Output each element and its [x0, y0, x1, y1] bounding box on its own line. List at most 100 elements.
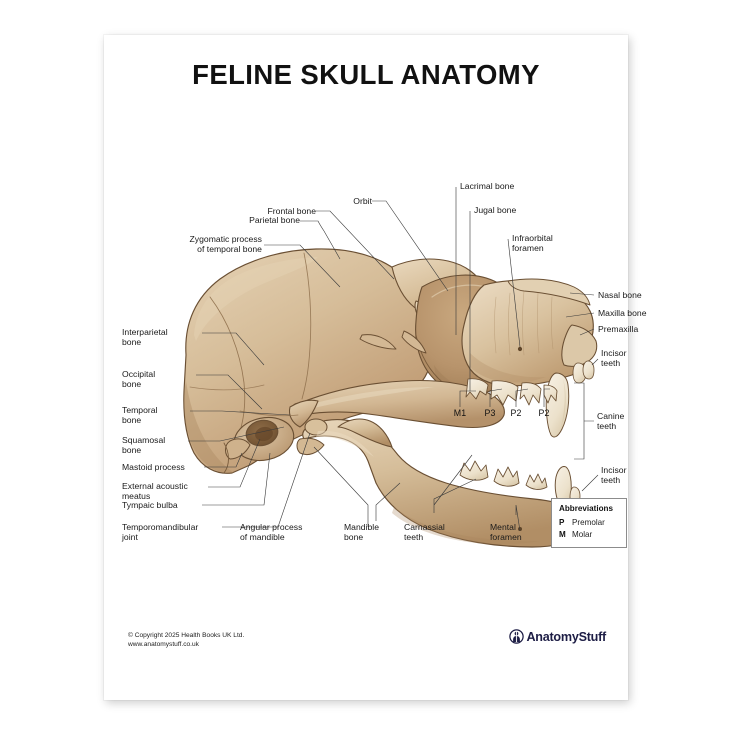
upper-canine-shade — [561, 379, 566, 427]
logo-wordmark: AnatomyStuff — [526, 629, 606, 644]
leader-zygomatic-process — [264, 244, 341, 288]
label-premaxilla: Premaxilla — [598, 324, 639, 334]
label-lacrimal-bone: Lacrimal bone — [460, 181, 515, 191]
label-frontal-bone: Frontal bone — [267, 206, 316, 216]
abbreviation-value-premolar: Premolar — [572, 517, 605, 527]
tooth-label-p2-b: P2 — [538, 408, 550, 418]
abbreviation-row-premolar: P Premolar — [559, 517, 619, 529]
label-infraorbital-foramen: Infraorbital foramen — [512, 233, 553, 254]
label-nasal-bone: Nasal bone — [598, 290, 642, 300]
tooth-lower-p4 — [493, 466, 520, 487]
maxilla-shadow — [470, 353, 546, 383]
cranium-shadow — [184, 381, 234, 474]
anatomystuff-logo: AnatomyStuff — [509, 629, 606, 644]
label-angular-process-of-mandible: Angular process of mandible — [240, 522, 303, 543]
leader-tooth-m1 — [459, 390, 476, 407]
tooth-upper-m1 — [465, 378, 489, 400]
tooth-label-p2-a: P2 — [510, 408, 522, 418]
copyright-line-1: © Copyright 2025 Health Books UK Ltd. — [128, 632, 245, 639]
abbreviation-value-molar: Molar — [572, 529, 593, 539]
leader-incisor-lower — [581, 474, 599, 492]
label-maxilla-bone: Maxilla bone — [598, 308, 647, 318]
page-title: FELINE SKULL ANATOMY — [192, 59, 540, 90]
label-mastoid-process: Mastoid process — [122, 462, 185, 472]
leader-tooth-p3 — [489, 388, 503, 407]
suture-occipital-low — [189, 384, 265, 391]
leader-mental-foramen — [515, 504, 521, 532]
label-carnassial-teeth: Carnassial teeth — [404, 522, 445, 543]
paraoccipital-notch — [223, 442, 229, 474]
tooth-label-p3: P3 — [484, 408, 496, 418]
anatomystuff-circle-icon — [509, 629, 524, 644]
leader-canine-bracket — [574, 382, 594, 460]
mandible-ramus — [337, 418, 393, 448]
sphenoid-process — [401, 330, 427, 354]
leader-occipital-bone — [196, 374, 263, 410]
tooth-lower-m1-carnassial — [459, 460, 489, 481]
mastoid-process — [225, 438, 251, 460]
label-temporal-bone: Temporal bone — [122, 405, 158, 426]
mandible-shadow — [392, 507, 540, 545]
zygomatic-process-temporal — [289, 399, 319, 428]
abbreviation-key-m: M — [559, 529, 566, 539]
leader-tooth-p2-b — [543, 388, 550, 407]
tooth-upper-incisor-2 — [582, 360, 595, 380]
leader-carnassial-teeth — [433, 454, 477, 513]
abbreviation-key-p: P — [559, 517, 565, 527]
leader-orbit — [372, 200, 449, 292]
skull-illustration — [104, 35, 628, 700]
label-mental-foramen: Mental foramen — [490, 522, 522, 543]
leader-parietal-bone — [300, 220, 341, 260]
label-external-acoustic-meatus: External acoustic meatus — [122, 481, 188, 502]
abbreviation-row-molar: M Molar — [559, 529, 619, 541]
label-jugal-bone: Jugal bone — [474, 205, 517, 215]
pterygoid-spur — [359, 334, 397, 350]
tooth-upper-p3 — [519, 382, 542, 406]
label-orbit: Orbit — [353, 196, 372, 206]
nasal-bone — [507, 278, 591, 306]
angular-process — [296, 437, 325, 456]
leader-maxilla-bone — [565, 312, 595, 318]
label-parietal-bone: Parietal bone — [249, 215, 300, 225]
leader-premaxilla — [579, 328, 595, 336]
infraorbital-foramen-mark — [517, 346, 523, 352]
website-line: www.anatomystuff.co.uk — [128, 641, 199, 649]
occipital-crest — [194, 257, 318, 341]
label-mandible-bone: Mandible bone — [344, 522, 380, 543]
leader-interparietal-bone — [202, 332, 265, 366]
maxilla-striations — [494, 290, 554, 356]
label-incisor-teeth-lower: Incisor teeth — [601, 465, 627, 486]
label-incisor-teeth-upper: Incisor teeth — [601, 348, 627, 369]
leader-incisor-upper — [591, 358, 599, 366]
copyright-block: © Copyright 2025 Health Books UK Ltd. ww… — [128, 631, 244, 650]
tooth-label-m1: M1 — [453, 408, 467, 418]
leader-frontal-bone — [316, 210, 395, 280]
label-interparietal-bone: Interparietal bone — [122, 327, 168, 348]
tooth-upper-p4-carnassial — [490, 380, 519, 406]
leader-external-acoustic-meatus — [208, 438, 261, 488]
label-tympaic-bulba: Tympaic bulba — [122, 500, 178, 510]
leader-angular-process — [313, 446, 369, 527]
label-occipital-bone: Occipital bone — [122, 369, 156, 390]
suture-parietal — [301, 252, 312, 400]
leader-squamosal-bone — [188, 426, 285, 442]
suture-interparietal — [209, 296, 246, 438]
mandible-highlight — [316, 430, 374, 457]
label-temporomandibular-joint: Temporomandibular joint — [122, 522, 199, 543]
label-zygomatic-process: Zygomatic process of temporal bone — [189, 234, 262, 255]
leader-mastoid-process — [204, 452, 243, 468]
tooth-upper-p2 — [543, 384, 558, 404]
suture-squamosal — [239, 410, 299, 417]
poster-sheet: FELINE SKULL ANATOMY — [104, 35, 646, 700]
tooth-lower-p3 — [525, 473, 548, 490]
abbreviations-box: Abbreviations P Premolar M Molar — [551, 498, 627, 548]
leader-lines — [188, 187, 599, 532]
label-canine-teeth: Canine teeth — [597, 411, 625, 432]
leader-infraorbital-foramen — [507, 238, 521, 348]
skull-artwork — [183, 248, 598, 548]
leader-temporal-bone — [190, 410, 291, 416]
abbreviations-title: Abbreviations — [559, 504, 613, 513]
leader-tooth-p2-a — [515, 388, 529, 407]
leader-mandible-bone — [375, 482, 401, 521]
